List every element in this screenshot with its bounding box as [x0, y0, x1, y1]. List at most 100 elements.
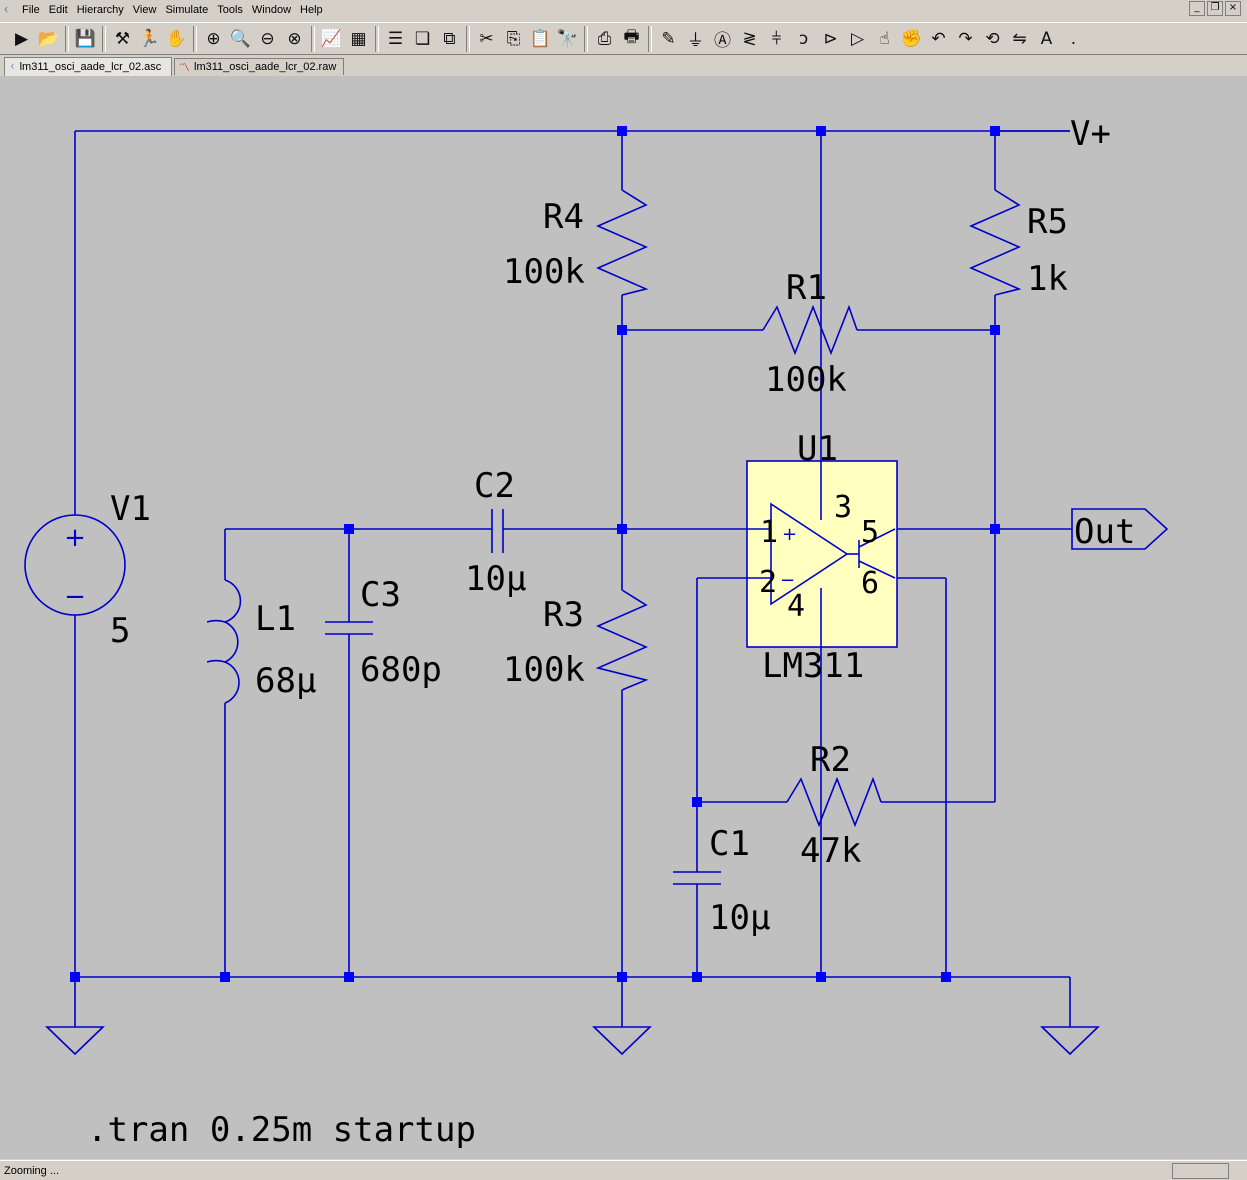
cut-icon[interactable]: ✂	[479, 28, 494, 49]
menu-view[interactable]: View	[132, 4, 157, 16]
toolbar: ▶ 📂 💾 ⚒ 🏃 ✋ ⊕ 🔍 ⊖ ⊗ 📈 ▦ ☰ ❏ ⧉ ✂ ⎘ 📋 🔭 ⎙ …	[0, 22, 1247, 55]
component-icon[interactable]: ▷	[850, 28, 865, 49]
find-icon[interactable]: 🔭	[556, 28, 579, 49]
tile-vertical-icon[interactable]: ⧉	[443, 28, 456, 49]
menu-simulate[interactable]: Simulate	[165, 4, 209, 16]
draft-icon[interactable]: ▦	[350, 28, 367, 49]
toolbar-separator	[648, 25, 652, 52]
ltspice-app-icon[interactable]: ᚲ	[2, 2, 10, 17]
zoom-pan-icon[interactable]: 🔍	[229, 28, 252, 49]
print-icon[interactable]: 🖶	[623, 27, 640, 47]
copy-icon[interactable]: ⎘	[506, 28, 521, 49]
tile-horizontal-icon[interactable]: ☰	[387, 28, 404, 49]
r2-name: R2	[810, 740, 851, 780]
r3-name: R3	[543, 595, 584, 635]
status-text: Zooming ...	[4, 1165, 60, 1177]
r3-symbol	[595, 589, 649, 691]
out-port-label: Out	[1074, 512, 1135, 552]
zoom-in-icon[interactable]: ⊕	[206, 28, 221, 49]
run-icon[interactable]: ▶	[14, 28, 29, 49]
zoom-fit-icon[interactable]: ⊗	[287, 28, 302, 49]
cascade-icon[interactable]: ❏	[414, 28, 431, 49]
u1-pin4-label: 4	[787, 589, 805, 624]
toolbar-separator	[584, 25, 588, 52]
ground-icon[interactable]: ⏚	[687, 31, 704, 51]
capacitors	[325, 509, 721, 885]
toolbar-separator	[65, 25, 69, 52]
ground-symbol	[592, 1026, 652, 1056]
c2-name: C2	[474, 466, 515, 506]
inductor-icon[interactable]: ↄ	[798, 28, 809, 49]
c3-name: C3	[360, 575, 401, 615]
toolbar-separator	[311, 25, 315, 52]
diode-icon[interactable]: ⊳	[823, 28, 838, 49]
control-panel-icon[interactable]: ⚒	[114, 28, 131, 49]
autorange-icon[interactable]: 📈	[320, 28, 343, 49]
junctions	[70, 126, 1000, 982]
menu-edit[interactable]: Edit	[48, 4, 68, 16]
v1-name: V1	[110, 489, 151, 529]
u1-pin5-label: 5	[861, 515, 879, 550]
spice-directive[interactable]: .tran 0.25m startup	[87, 1110, 476, 1150]
resistor-icon[interactable]: ≷	[742, 28, 757, 49]
menu-hierarchy[interactable]: Hierarchy	[76, 4, 124, 16]
tab-waveform[interactable]: 〽 lm311_osci_aade_lcr_02.raw	[174, 58, 344, 75]
drag-hand-icon[interactable]: ✊	[900, 28, 923, 49]
c1-name: C1	[709, 824, 750, 864]
ground-symbols	[45, 1026, 1100, 1056]
l1-name: L1	[255, 599, 296, 639]
schematic-drawing[interactable]: + − + − 1 2 3 4 5 6	[0, 76, 1247, 1159]
print-setup-icon[interactable]: ⎙	[597, 28, 612, 49]
l1-value: 68µ	[255, 661, 316, 701]
rotate-icon[interactable]: ⟲	[985, 28, 1000, 49]
ground-symbol	[45, 1026, 105, 1056]
save-icon[interactable]: 💾	[74, 28, 97, 49]
menu-window[interactable]: Window	[251, 4, 292, 16]
wires	[74, 130, 1072, 1027]
junction-dot	[220, 972, 230, 982]
schematic-canvas[interactable]: + − + − 1 2 3 4 5 6	[0, 76, 1247, 1159]
junction-dot	[70, 972, 80, 982]
out-port-symbol	[1071, 508, 1169, 550]
v1-value: 5	[110, 611, 130, 651]
junction-dot	[344, 524, 354, 534]
move-hand-icon[interactable]: ☝	[879, 28, 890, 49]
close-button[interactable]: ×	[1225, 1, 1241, 16]
r4-value: 100k	[503, 252, 585, 292]
u1-pin3-label: 3	[834, 490, 852, 525]
open-folder-icon[interactable]: 📂	[37, 28, 60, 49]
zoom-out-icon[interactable]: ⊖	[260, 28, 275, 49]
r4-symbol	[596, 189, 649, 296]
paste-icon[interactable]: 📋	[529, 28, 552, 49]
text-icon[interactable]: A	[1040, 28, 1053, 49]
u1-value: LM311	[762, 646, 864, 686]
draw-wire-icon[interactable]: ✎	[661, 28, 676, 49]
menu-help[interactable]: Help	[300, 4, 323, 16]
restore-button[interactable]: ❐	[1207, 1, 1223, 16]
menu-tools[interactable]: Tools	[217, 4, 243, 16]
halt-icon[interactable]: ✋	[165, 28, 188, 49]
undo-icon[interactable]: ↶	[931, 28, 946, 49]
ground-symbol	[1040, 1026, 1100, 1056]
toolbar-separator	[193, 25, 197, 52]
u1-plus-label: +	[782, 524, 797, 545]
spice-directive-icon[interactable]: .	[1070, 28, 1077, 49]
mirror-icon[interactable]: ⇋	[1012, 28, 1027, 49]
redo-icon[interactable]: ↷	[958, 28, 973, 49]
r1-name: R1	[786, 268, 827, 308]
u1-pin6-label: 6	[861, 566, 879, 601]
label-net-icon[interactable]: Ⓐ	[714, 31, 731, 51]
menu-file[interactable]: File	[22, 4, 40, 16]
junction-dot	[990, 524, 1000, 534]
junction-dot	[692, 797, 702, 807]
capacitor-icon[interactable]: ⫩	[771, 28, 782, 49]
run-simulation-icon[interactable]: 🏃	[138, 28, 161, 49]
r2-symbol	[786, 776, 882, 828]
r2-value: 47k	[800, 831, 861, 871]
v1-minus-label: −	[64, 582, 86, 612]
minimize-button[interactable]: _	[1189, 1, 1205, 16]
schematic-icon: ᚲ	[9, 61, 16, 73]
tab-schematic[interactable]: ᚲ lm311_osci_aade_lcr_02.asc	[4, 57, 172, 76]
waveform-icon: 〽	[179, 62, 190, 74]
c1-value: 10µ	[709, 898, 770, 938]
